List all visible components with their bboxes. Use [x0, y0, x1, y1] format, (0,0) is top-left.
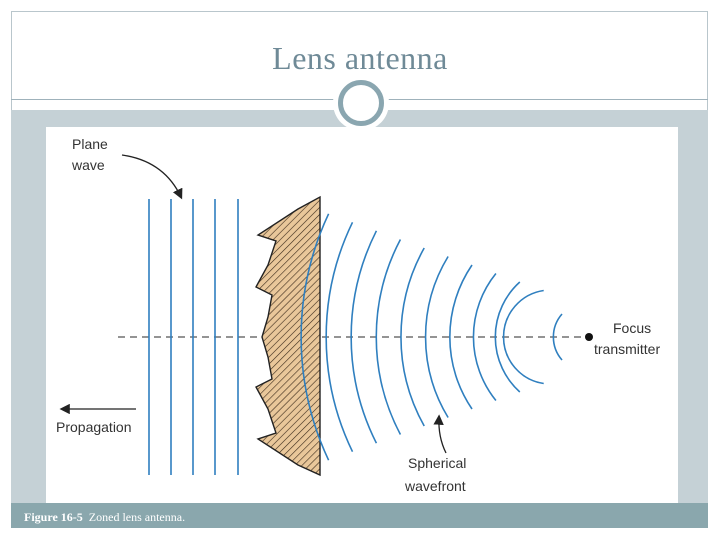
- spherical-wavefront-arc: [400, 247, 425, 427]
- spherical-wavefront-arc: [424, 256, 449, 418]
- spherical-wavefront-arc: [472, 272, 497, 402]
- zoned-lens-diagram: Plane wave Propagation Focus transmitter…: [56, 136, 660, 494]
- spherical-wavefront-arc: [449, 264, 473, 410]
- slide-title: Lens antenna: [272, 40, 448, 76]
- label-focus: Focus: [613, 320, 651, 336]
- figure-caption: Figure 16-5 Zoned lens antenna.: [24, 510, 185, 525]
- spherical-wavefront-arc: [325, 221, 354, 453]
- spherical-wavefront-arc: [502, 289, 544, 385]
- label-propagation: Propagation: [56, 419, 132, 435]
- figure-panel: Plane wave Propagation Focus transmitter…: [46, 127, 678, 503]
- spherical-wavefront-arc: [350, 230, 378, 444]
- label-wave: wave: [71, 157, 105, 173]
- caption-bar: [11, 503, 708, 528]
- caption-text: Zoned lens antenna.: [88, 510, 186, 524]
- spherical-wavefront-arc: [552, 313, 563, 361]
- divider-circle-ornament: [338, 80, 384, 126]
- caption-label: Figure 16-5: [24, 510, 83, 524]
- label-transmitter: transmitter: [594, 341, 660, 357]
- spherical-wavefront-arc: [300, 213, 330, 461]
- label-spherical: Spherical: [408, 455, 466, 471]
- plane-wave-arrow: [121, 154, 183, 200]
- spherical-wavefront-arrow: [433, 414, 447, 454]
- plane-wavefronts: [148, 199, 239, 475]
- focus-point: [585, 333, 593, 341]
- spherical-wavefront-arc: [494, 281, 521, 393]
- label-plane: Plane: [72, 136, 108, 152]
- label-wavefront: wavefront: [404, 478, 466, 494]
- spherical-wavefront-arc: [375, 239, 402, 435]
- zoned-lens: [255, 195, 321, 477]
- spherical-wavefronts: [300, 213, 563, 461]
